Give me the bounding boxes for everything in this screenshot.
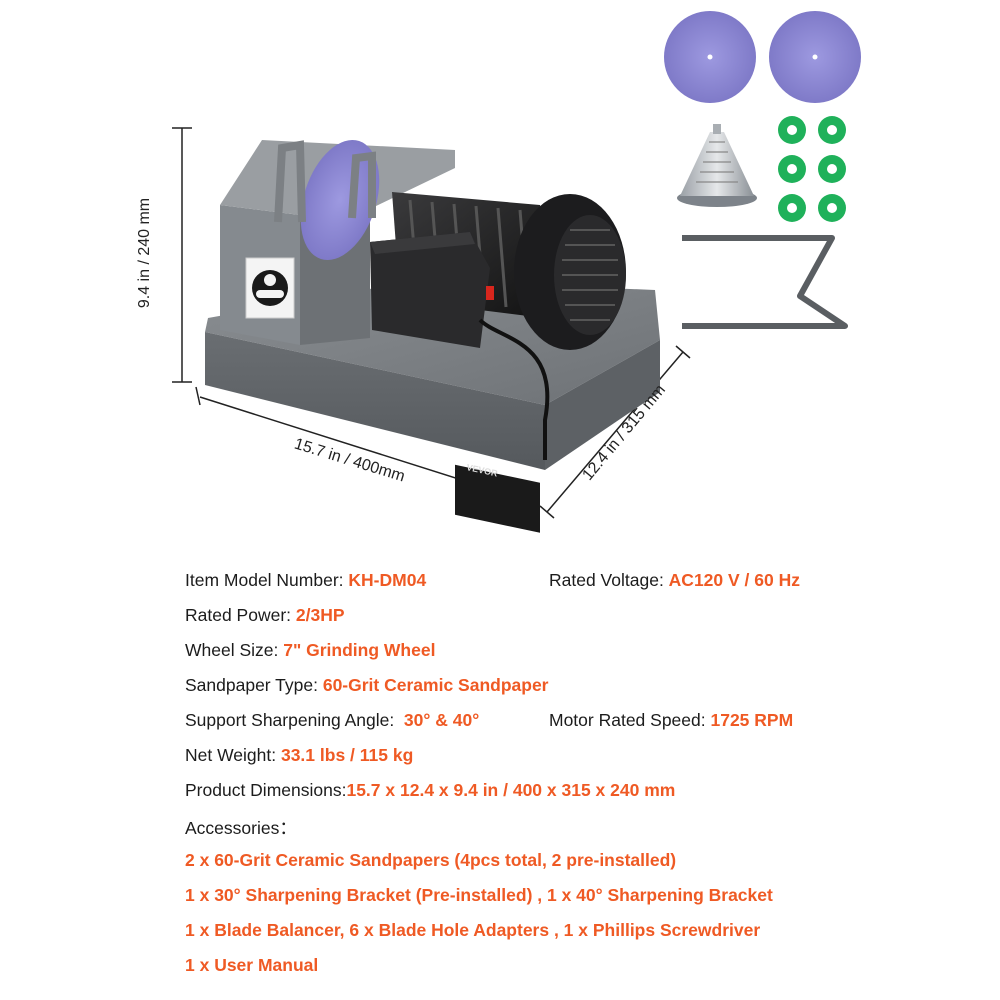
spec-voltage: Rated Voltage: AC120 V / 60 Hz [549, 570, 800, 591]
adapter-holes [787, 125, 837, 213]
height-dimension-line [172, 127, 192, 383]
spec-label: Item Model Number: [185, 570, 349, 590]
height-dimension-label: 9.4 in / 240 mm [136, 197, 154, 309]
depth-dimension-line [539, 345, 691, 519]
spec-speed: Motor Rated Speed: 1725 RPM [549, 710, 793, 731]
spec-label: Sandpaper Type: [185, 675, 323, 695]
spec-value: 1725 RPM [710, 710, 794, 730]
spec-wheel: Wheel Size: 7" Grinding Wheel [185, 640, 435, 661]
spec-value: 60-Grit Ceramic Sandpaper [322, 675, 549, 695]
spec-value: 15.7 x 12.4 x 9.4 in / 400 x 315 x 240 m… [346, 780, 676, 800]
spec-value: 7" Grinding Wheel [283, 640, 436, 660]
sanding-disc-2 [769, 11, 861, 103]
blade-balancer [677, 124, 757, 207]
spec-value: 33.1 lbs / 115 kg [280, 745, 414, 765]
nameplate [455, 464, 540, 533]
product-drawing: VEVOR [172, 11, 861, 533]
motor [370, 192, 626, 350]
spec-angle: Support Sharpening Angle: 30° & 40° [185, 710, 479, 731]
sanding-disc-1 [664, 11, 756, 103]
spec-power: Rated Power: 2/3HP [185, 605, 345, 626]
spec-label: Rated Voltage: [549, 570, 669, 590]
sharpening-bracket [682, 235, 848, 329]
spec-label: Wheel Size: [185, 640, 284, 660]
spec-label: Rated Power: [185, 605, 296, 625]
spec-value: 2/3HP [295, 605, 345, 625]
spec-value: AC120 V / 60 Hz [668, 570, 800, 590]
accessory-item: 1 x 30° Sharpening Bracket (Pre-installe… [185, 885, 773, 905]
spec-label: Motor Rated Speed: [549, 710, 711, 730]
spec-model: Item Model Number: KH-DM04 [185, 570, 426, 591]
spec-dimensions: Product Dimensions:15.7 x 12.4 x 9.4 in … [185, 780, 675, 801]
spec-sandpaper: Sandpaper Type: 60-Grit Ceramic Sandpape… [185, 675, 548, 696]
accessory-item: 1 x Blade Balancer, 6 x Blade Hole Adapt… [185, 920, 761, 940]
spec-label: Net Weight: [185, 745, 281, 765]
power-switch-icon [486, 286, 494, 300]
spec-value: 30° & 40° [403, 710, 480, 730]
spec-value: KH-DM04 [348, 570, 427, 590]
power-cord [478, 318, 550, 460]
spec-weight: Net Weight: 33.1 lbs / 115 kg [185, 745, 413, 766]
spec-label: Product Dimensions: [185, 780, 347, 800]
grinding-wheel [274, 139, 380, 261]
safety-goggles-icon [252, 270, 288, 306]
spec-label: Support Sharpening Angle: [185, 710, 404, 730]
accessory-item: 2 x 60-Grit Ceramic Sandpapers (4pcs tot… [185, 850, 677, 870]
product-illustration: VEVOR [136, 11, 861, 533]
accessories-heading: Accessories： [185, 818, 297, 838]
accessory-item: 1 x User Manual [185, 955, 319, 975]
